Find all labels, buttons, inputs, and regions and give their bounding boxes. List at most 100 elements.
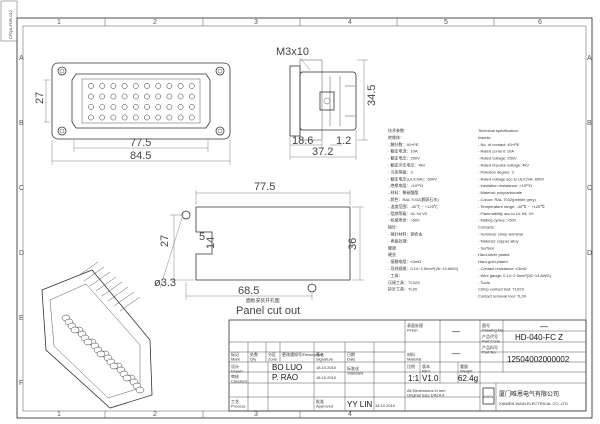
front-pin xyxy=(99,93,106,100)
company-name-en: XIAMEN WAIN ELECTRICAL CO.,LTD xyxy=(499,401,568,406)
front-pin xyxy=(188,93,195,100)
spec-line: - 绝缘电阻：>10¹⁰Ω xyxy=(388,182,423,188)
tb-checked-date: 18.10.2010 xyxy=(316,375,337,380)
cutout-dim-bottom: 68.5 xyxy=(238,285,259,297)
front-pin xyxy=(121,83,128,89)
spec-line: - 机械寿命：>500 xyxy=(388,217,420,223)
zone-top-6: 6 xyxy=(538,19,542,26)
cutout-hole-br xyxy=(307,283,317,293)
side-dim-b: 1.2 xyxy=(336,135,351,147)
side-latch-pin xyxy=(323,97,331,105)
spec-line: Inserts: xyxy=(478,135,491,140)
spec-line: - Rated current: 10A xyxy=(478,149,514,154)
spec-line: - 阻燃等级：UL 94 V0 xyxy=(388,210,428,216)
zone-top-2: 2 xyxy=(153,19,157,26)
spec-line: - Temperature range: -40℃ ~ +125℃ xyxy=(478,204,545,209)
zone-side-a: A xyxy=(19,55,24,62)
zone-bottom-2: 2 xyxy=(153,411,157,418)
spec-line: 技术参数： xyxy=(388,127,408,133)
spec-line: - Pollution degree: 3 xyxy=(478,169,515,174)
tb-scale-value: 1:1 xyxy=(408,374,420,383)
tb-part-no-value: 12504002000002 xyxy=(507,355,570,364)
cutout-outline xyxy=(195,206,351,281)
spec-line: - Terminal: crimp terminal xyxy=(478,232,523,237)
iso-pin xyxy=(122,374,132,382)
front-pin xyxy=(166,114,173,121)
front-insert-inner xyxy=(81,78,201,124)
spec-english: Technical specification:Inserts:- No. of… xyxy=(478,128,552,299)
front-pin xyxy=(121,104,128,110)
front-pin xyxy=(166,83,173,89)
front-pin xyxy=(121,114,128,121)
front-pin xyxy=(121,93,128,100)
cutout-caption-cn: 面板安装开孔图 xyxy=(246,297,280,304)
spec-line: - 额定电压(UL/CSA)：600V xyxy=(388,175,437,181)
spec-line: Technical specification: xyxy=(478,128,519,133)
spec-line: - 额定电流：10A xyxy=(388,148,418,154)
front-pin xyxy=(144,83,150,89)
tb-part-code-value: HD-040-FC Z xyxy=(515,333,563,342)
spec-line: Hard-silver plated xyxy=(478,252,509,257)
front-pin xyxy=(144,104,150,110)
spec-line: - Tools: xyxy=(478,280,491,285)
zone-side-right-c: C xyxy=(587,185,592,192)
spec-line: - 温度范围：-40℃ ~ +125℃ xyxy=(388,203,438,209)
zone-labels-side: A B C D E F A B C D xyxy=(19,55,592,387)
spec-line: 绝缘体： xyxy=(388,134,404,140)
front-pin xyxy=(144,93,150,100)
spec-line: - 插针材料：铜合金 xyxy=(388,231,422,237)
spec-line: - Rated voltage acc.to UL/CSA: 600V xyxy=(478,176,544,181)
cutout-dim-right: 36 xyxy=(347,238,359,250)
side-latch xyxy=(319,91,335,111)
zone-side-d: D xyxy=(19,250,24,257)
spec-line: Hard-gold plated xyxy=(478,259,508,264)
side-dim-height: 34.5 xyxy=(366,85,378,106)
front-pin xyxy=(155,114,162,121)
spec-line: - Material: polycarbonate xyxy=(478,190,523,195)
iso-pin xyxy=(70,326,80,334)
zone-labels-top: 1 2 3 4 5 6 1 2 3 4 xyxy=(57,18,542,418)
front-pin xyxy=(144,114,150,121)
front-pin xyxy=(177,83,184,89)
tb-drawing-no-value: — xyxy=(540,322,548,331)
zone-side-right-b: B xyxy=(587,120,592,127)
front-pin xyxy=(177,104,184,110)
front-pin xyxy=(188,104,195,110)
tb-finish-value: — xyxy=(452,327,460,336)
tb-drawn-by: BO LUO xyxy=(272,363,302,372)
front-screw-bl-inner xyxy=(59,128,65,134)
zone-bottom-3: 3 xyxy=(254,411,258,418)
zone-side-e: E xyxy=(19,315,24,322)
front-pin xyxy=(155,93,162,100)
iso-fin xyxy=(113,291,135,307)
zone-bottom-1: 1 xyxy=(57,411,61,418)
front-pin xyxy=(155,83,162,89)
front-pin xyxy=(177,114,184,121)
spec-line: - 污染等级：3 xyxy=(388,168,413,174)
spec-line: Contacts: xyxy=(478,225,495,230)
front-pin xyxy=(188,83,195,89)
iso-pin xyxy=(109,362,119,370)
front-screw-tl-inner xyxy=(59,68,65,74)
spec-line: 硬金 xyxy=(388,251,396,257)
front-pin xyxy=(132,93,139,100)
tb-scale-label: 比例 xyxy=(407,363,415,369)
front-pin xyxy=(88,83,94,89)
tb-revcol-header: 更改通知号/Description xyxy=(282,351,323,357)
spec-line: Contact removal tool: TL00 xyxy=(478,294,527,299)
spec-line: - Rated impulse voltage: 4kV xyxy=(478,163,529,168)
zone-side-right-d: D xyxy=(587,250,592,257)
front-dim-outer-width: 84.5 xyxy=(130,150,151,162)
spec-line: - Rated voltage: 250V xyxy=(478,156,517,161)
front-pin xyxy=(155,104,162,110)
front-pin xyxy=(99,104,106,110)
